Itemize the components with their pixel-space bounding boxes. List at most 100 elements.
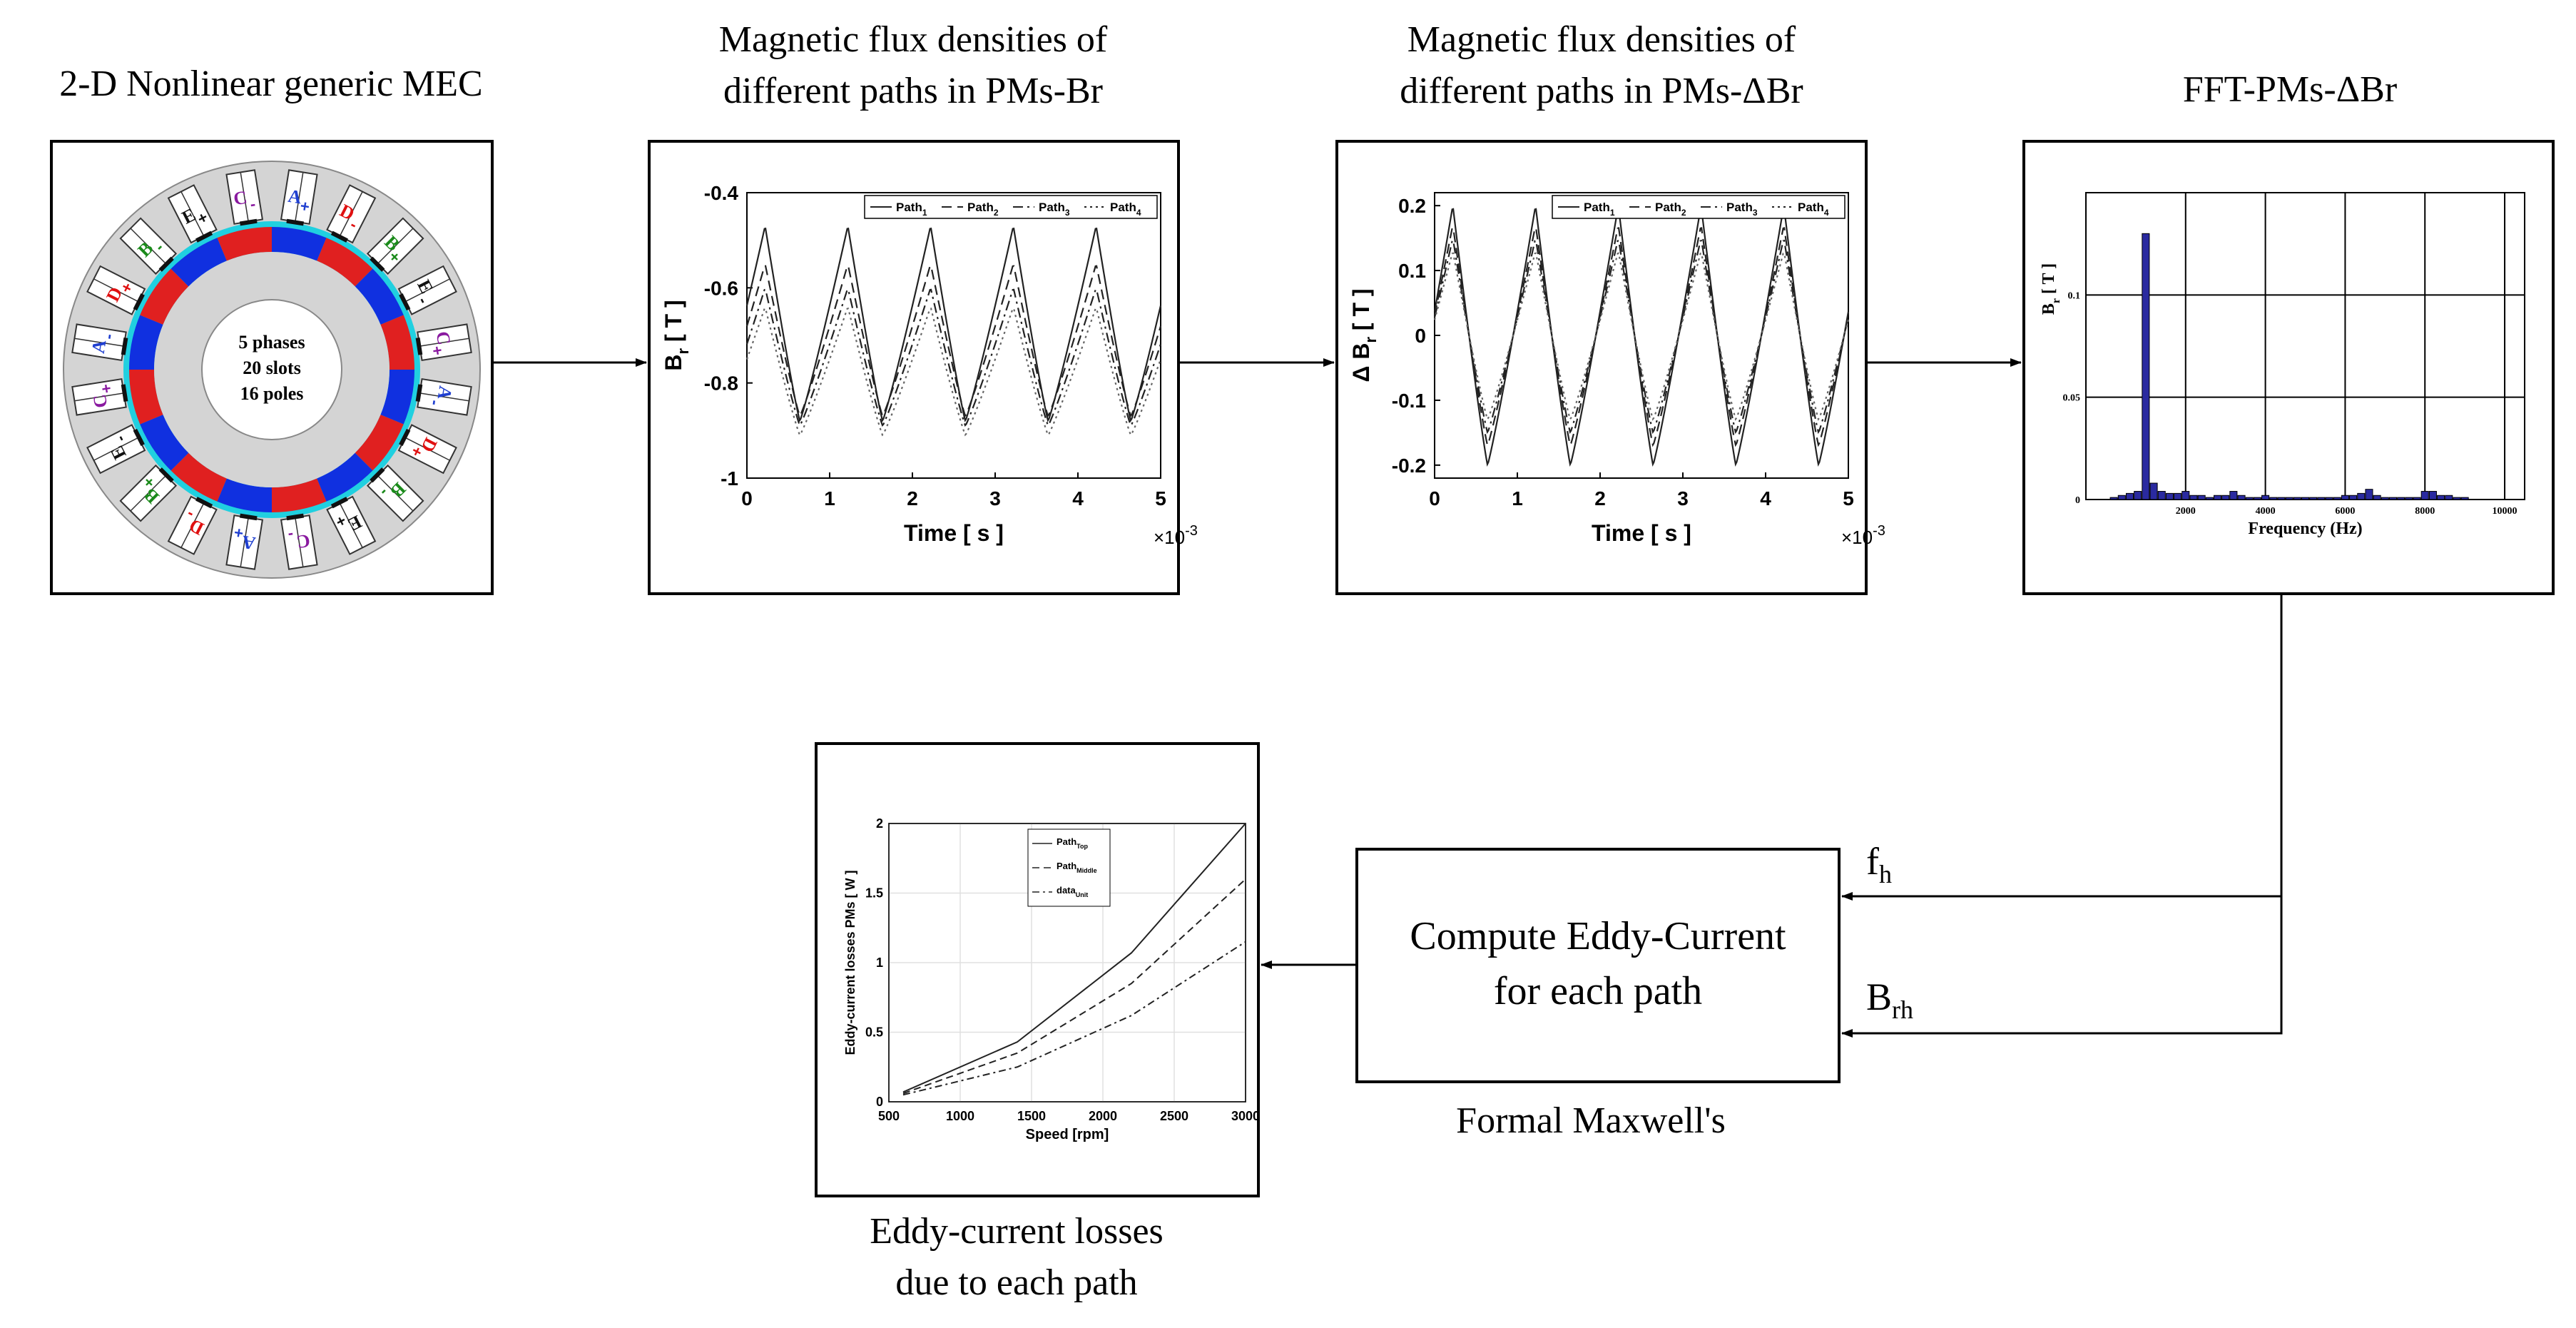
x-tick-label: 10000 (2493, 506, 2518, 517)
compute-label: Compute Eddy-Current for each path (1358, 909, 1838, 1020)
magnet-segment (140, 415, 189, 471)
y-tick-label: 1.5 (865, 886, 883, 901)
fft-bar (2157, 491, 2166, 500)
compute-box: Compute Eddy-Current for each path (1355, 848, 1841, 1083)
magnet-segment (317, 238, 373, 287)
legend-box (1027, 828, 1111, 907)
slot-opening (195, 230, 213, 243)
slot-divider (295, 172, 304, 222)
motor-center-label: 5 phases (238, 332, 305, 353)
dbr-title-line-1: Magnetic flux densities of (1407, 19, 1796, 60)
stator-slot: E+ (167, 184, 218, 244)
stator-slot: D- (326, 184, 377, 244)
magnet-segment (380, 315, 414, 370)
fft-bar (2134, 491, 2142, 500)
magnet-segment (170, 452, 227, 502)
x-tick-label: 4 (1072, 487, 1084, 510)
slot-divider (377, 228, 414, 265)
fft-bar (2205, 497, 2214, 500)
slot-phase-label: C (89, 393, 112, 410)
magnet-segment (129, 370, 163, 425)
slot-opening (370, 256, 385, 272)
x-tick-label: 0 (741, 487, 753, 510)
slot-polarity: + (299, 197, 311, 216)
x-exponent-power: -3 (1873, 523, 1885, 539)
fft-bar (2293, 497, 2301, 500)
legend-entry-sub: 1 (922, 208, 927, 218)
legend-entry-sub: 4 (1824, 208, 1829, 218)
fft-bar (2237, 495, 2246, 500)
stator-slot: E+ (326, 495, 377, 555)
series-line (1433, 227, 1850, 447)
slot-phase-label: C (432, 330, 455, 346)
fh-sub: h (1878, 859, 1892, 888)
magnet-segment (317, 452, 373, 502)
y-tick-label: 0 (876, 1095, 883, 1109)
series-line (745, 288, 1162, 427)
series-line (902, 823, 1246, 1093)
legend-entry-sub: 3 (1753, 208, 1758, 218)
slot-polarity: + (428, 345, 447, 357)
fft-bar (2388, 497, 2398, 500)
slot-opening (239, 513, 258, 521)
losses-title-line-2: due to each path (895, 1262, 1138, 1303)
stator-slot: E- (397, 265, 457, 315)
fft-bar (2245, 497, 2254, 500)
fh-main: f (1866, 840, 1879, 883)
fft-bar (2285, 497, 2294, 500)
x-tick-label: 1 (824, 487, 835, 510)
slot-opening (330, 497, 348, 509)
fft-bar (2405, 497, 2413, 500)
slot-opening (121, 337, 128, 355)
br-title-line-1: Magnetic flux densities of (718, 19, 1108, 60)
fft-bar (2174, 492, 2182, 500)
fft-bar (2117, 495, 2126, 500)
slot-opening (370, 467, 385, 483)
legend-entry-sub: 4 (1136, 208, 1141, 218)
y-axis-label-sub: r (674, 348, 692, 354)
y-axis-label-unit: [ T ] (661, 300, 686, 348)
motor-center-label: 16 poles (240, 383, 304, 404)
stator-slot: D+ (397, 424, 457, 475)
fft-title: FFT-PMs-ΔBr (2182, 69, 2398, 110)
stator-slot: A+ (225, 513, 264, 570)
fft-bar (2149, 482, 2158, 500)
stator-slot: D+ (86, 265, 146, 315)
x-tick-label: 4000 (2256, 506, 2276, 517)
slot-phase-label: A (240, 532, 257, 554)
x-axis-label: Time [ s ] (904, 520, 1004, 546)
stator-slot: C- (280, 513, 318, 570)
dbr-title-line-2: different paths in PMs-ΔBr (1400, 70, 1803, 111)
compute-line-1: Compute Eddy-Current (1410, 914, 1786, 958)
slot-opening (286, 513, 305, 521)
x-axis-label: Speed [rpm] (1026, 1127, 1109, 1142)
plot-area (2085, 192, 2525, 500)
losses-title-line-1: Eddy-current losses (870, 1211, 1164, 1252)
x-tick-label: 2000 (1089, 1109, 1117, 1123)
y-tick-label: 0 (2075, 495, 2080, 506)
x-tick-label: 3 (1677, 487, 1689, 510)
fft-bar (2373, 495, 2381, 500)
y-tick-label: -0.4 (704, 182, 739, 204)
fft-bar (2420, 491, 2429, 500)
line-fft-down (1841, 595, 2283, 1038)
slot-divider (93, 437, 139, 461)
compute-line-2: for each path (1493, 969, 1703, 1014)
y-axis-label-sub: r (2050, 298, 2062, 303)
stator-slot: C- (225, 169, 264, 226)
x-tick-label: 1000 (946, 1109, 974, 1123)
slot-polarity: - (287, 526, 295, 544)
mec-box: A+D-B+E-C+A-D+B-E+C-A+D-B+E-C+A-D+B-E+C-… (50, 140, 494, 595)
magnet-segment (355, 415, 404, 471)
fft-bar (2165, 492, 2174, 500)
slot-divider (419, 392, 469, 402)
y-tick-label: -0.8 (704, 372, 738, 395)
y-tick-label: 0.2 (1398, 195, 1426, 217)
fh-label: fh (1866, 835, 1892, 892)
slot-divider (130, 228, 167, 265)
series-line (1433, 239, 1850, 435)
